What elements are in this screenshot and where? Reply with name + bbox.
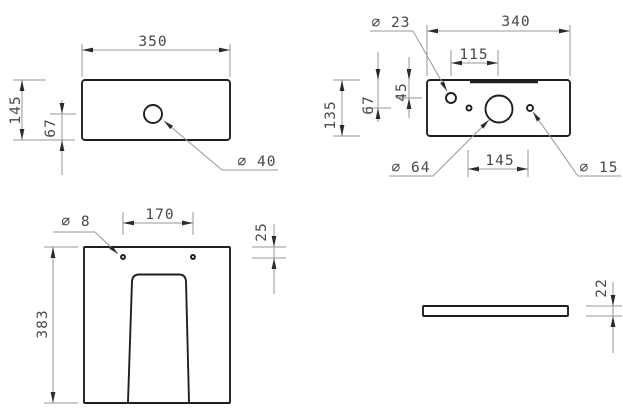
dim-label: 145 [485,153,514,169]
dim-25: 25 [252,222,286,294]
dim-arrowhead [123,220,134,226]
leader-label: ∅ 40 [238,154,277,170]
dim-arrowhead [375,108,381,119]
dim-label: 45 [394,82,410,101]
lid-profile-view: 22 [422,278,622,353]
dim-label: 350 [138,34,167,50]
dim-145: 145 [8,79,75,141]
dim-arrowhead [610,316,616,327]
dim-350: 350 [81,34,231,77]
leader-arrowhead [440,81,447,91]
dim-label: 135 [323,100,339,129]
side-view: 350 145 67 ∅ 40 [8,34,278,175]
leader-d64: ∅ 64 [389,119,490,177]
dim-arrowhead [517,166,528,172]
dim-label: 67 [361,95,377,114]
dim-arrowhead [19,129,25,140]
dim-arrowhead [375,69,381,80]
leader-d23: ∅ 23 [370,15,448,92]
top-outline [426,79,571,137]
dim-arrowhead [339,125,345,136]
leader-label: ∅ 8 [61,214,90,230]
dim-label: 340 [501,14,530,30]
dim-arrowhead [487,60,498,66]
dim-label: 115 [459,47,488,63]
dim-arrowhead [339,80,345,91]
dim-arrowhead [50,392,56,403]
side-outline [81,79,231,141]
leader-label: ∅ 23 [372,15,411,31]
dim-67: 67 [361,52,391,122]
dim-arrowhead [19,80,25,91]
dim-22: 22 [586,278,622,353]
dim-115: 115 [450,47,499,76]
leader-line [389,119,490,177]
dim-45: 45 [394,57,422,118]
dim-label: 170 [145,207,174,223]
dim-383: 383 [35,246,78,404]
dim-label: 22 [594,278,610,297]
dim-arrowhead [559,28,570,34]
dim-arrowhead [271,258,277,269]
front-outline [83,246,231,404]
front-view: 170 383 25 ∅ 8 [35,207,286,404]
dim-label: 145 [8,95,24,124]
lid-outline [422,305,569,317]
leader-d15: ∅ 15 [532,111,621,177]
hole-d40 [143,104,163,124]
cutout-profile [127,273,190,403]
dim-arrowhead [406,98,412,109]
leader-arrowhead [480,120,489,129]
fixing-hole-right [190,254,196,260]
dim-170: 170 [122,207,194,235]
dim-label: 383 [35,309,51,338]
leader-arrowhead [164,121,174,130]
leader-arrowhead [533,112,541,122]
leader-label: ∅ 64 [392,160,431,176]
leader-arrowhead [109,245,118,254]
dim-label: 67 [43,118,59,137]
dim-arrowhead [59,103,65,114]
leader-line [532,111,621,177]
dim-arrowhead [59,140,65,151]
leader-line [53,231,119,255]
dim-arrowhead [219,47,230,53]
leader-line [370,30,448,92]
hole-d64 [484,94,514,124]
dim-arrowhead [182,220,193,226]
dim-arrowhead [82,47,93,53]
dim-arrowhead [468,166,479,172]
dim-arrowhead [50,247,56,258]
hole-small [465,104,473,112]
fixing-hole-left [120,254,126,260]
hole-d15 [526,104,534,112]
leader-line [163,120,278,171]
leader-d40: ∅ 40 [163,120,278,171]
dim-arrowhead [451,60,462,66]
dim-arrowhead [406,69,412,80]
top-view: 340 115 135 67 45 145 ∅ 23 ∅ 64 ∅ 15 [323,14,621,177]
leader-d8: ∅ 8 [53,214,119,255]
dim-label: 25 [254,222,270,241]
hole-d23 [445,92,457,104]
dim-135: 135 [323,79,360,137]
dim-145: 145 [467,150,529,177]
dim-arrowhead [427,28,438,34]
dim-arrowhead [271,236,277,247]
dim-67: 67 [43,100,76,175]
dim-arrowhead [610,295,616,306]
dim-340: 340 [426,14,571,76]
leader-label: ∅ 15 [580,160,619,176]
